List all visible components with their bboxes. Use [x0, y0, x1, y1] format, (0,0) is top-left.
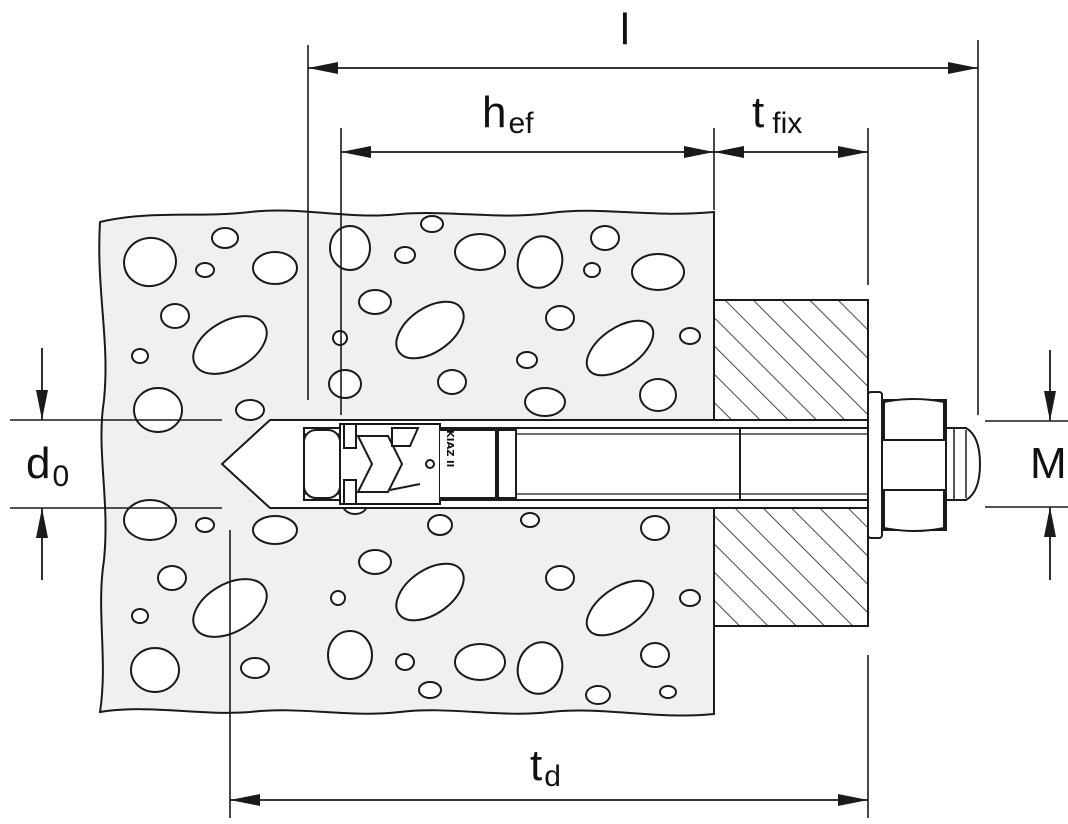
- label-tfix-main: t: [752, 88, 764, 137]
- label-hef: hef: [482, 88, 534, 140]
- label-hef-main: h: [482, 88, 506, 137]
- bolt-end: [945, 427, 982, 501]
- label-td-sub: d: [544, 760, 561, 793]
- label-td-main: t: [530, 741, 542, 790]
- label-td: td: [530, 741, 561, 793]
- washer: [867, 391, 883, 539]
- label-d0-main: d: [26, 439, 50, 488]
- label-l: l: [620, 5, 630, 54]
- hex-nut: [881, 398, 947, 532]
- dimension-lines: [36, 62, 1056, 806]
- label-hef-sub: ef: [508, 107, 534, 140]
- expansion-sleeve: [339, 423, 497, 505]
- anchor-marking: KIAZ II: [444, 430, 455, 467]
- label-tfix-sub: fix: [772, 107, 802, 140]
- label-d0: d0: [26, 439, 69, 493]
- label-d0-sub: 0: [52, 460, 69, 493]
- aggregate-stones: [123, 215, 701, 705]
- label-M: M: [1030, 439, 1067, 488]
